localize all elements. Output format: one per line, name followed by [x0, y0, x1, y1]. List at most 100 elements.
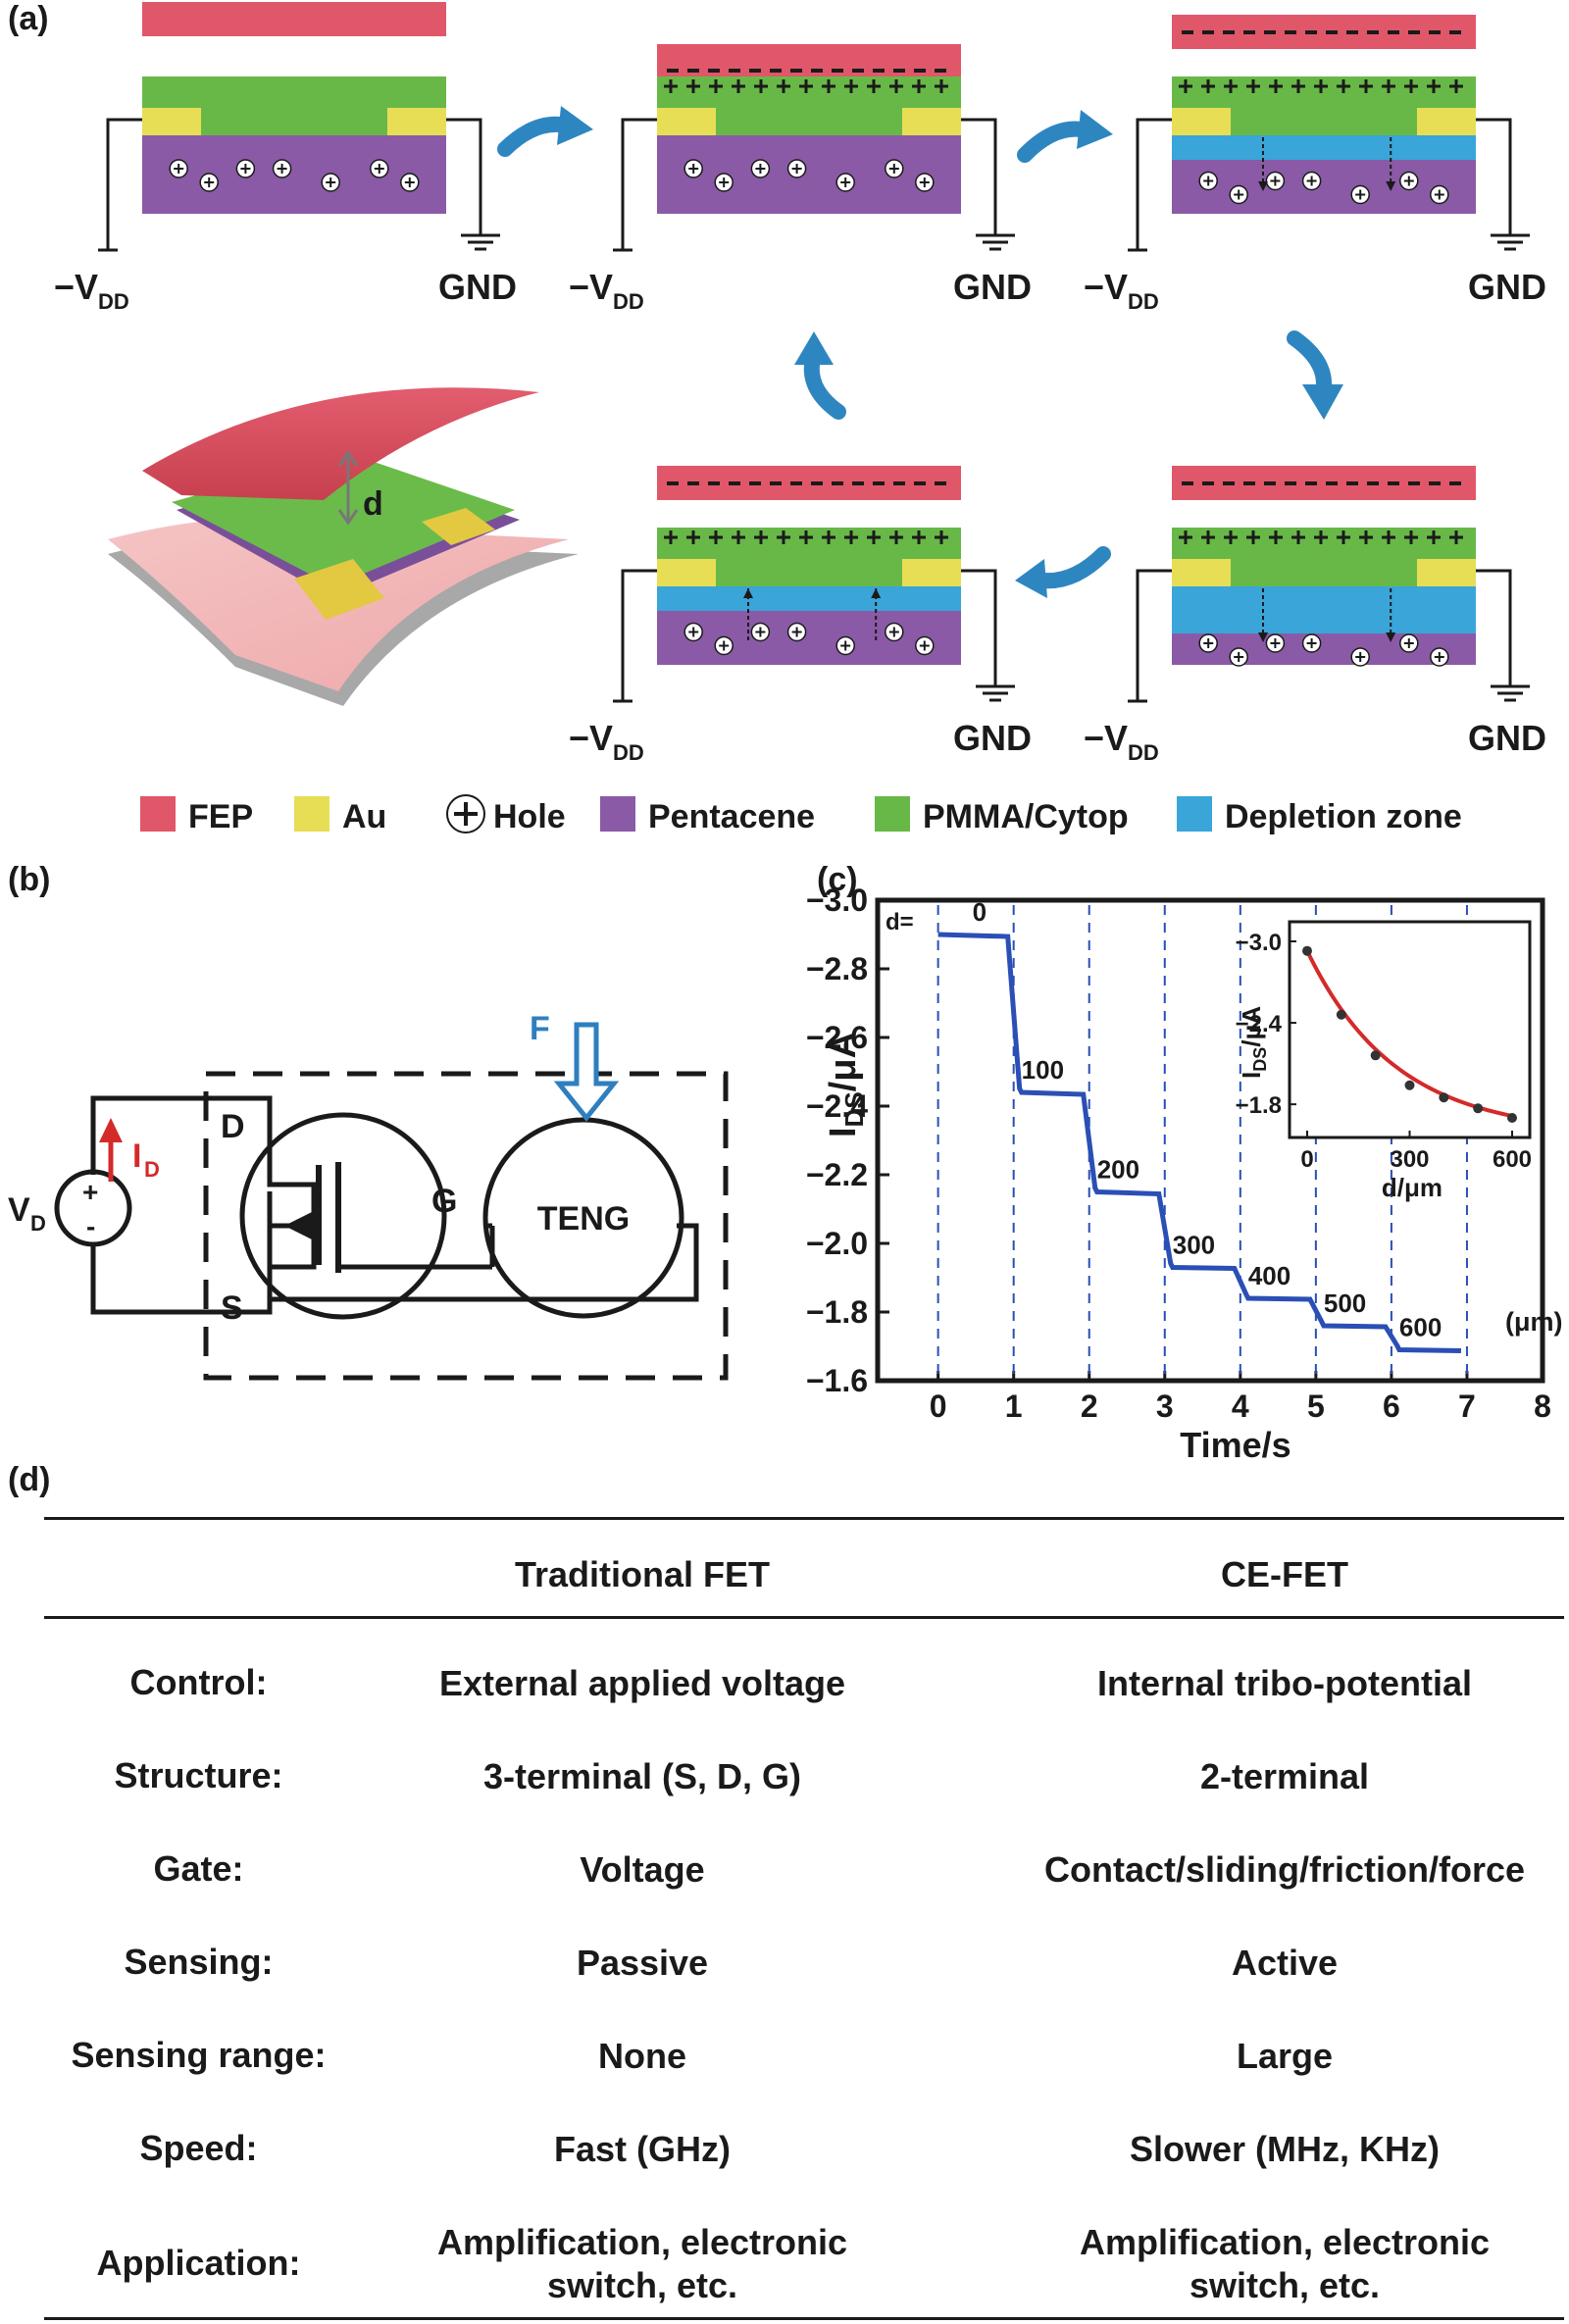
positive-charge-icon — [1427, 79, 1441, 93]
arrow-icon — [794, 331, 846, 420]
negative-charge-icon — [832, 69, 843, 73]
current-step-series — [937, 932, 1461, 1353]
distance-step-label: 100 — [1022, 1055, 1064, 1085]
unit-label: (μm) — [1505, 1307, 1563, 1337]
negative-charge-icon — [708, 69, 720, 73]
y-tick-label: −2.2 — [806, 1157, 868, 1192]
device-state-cell: −VDD GND — [569, 44, 1032, 314]
distance-step-label: 600 — [1399, 1313, 1442, 1342]
positive-charge-icon — [664, 79, 678, 93]
negative-charge-icon — [1326, 30, 1338, 34]
ground-label: GND — [953, 267, 1032, 307]
y-tick-label: −1.8 — [806, 1294, 868, 1330]
negative-charge-icon — [935, 481, 946, 485]
hole-icon — [1399, 171, 1419, 191]
ce-fet-cell: Internal tribo-potential — [1015, 1662, 1554, 1705]
hole-icon — [915, 635, 935, 656]
positive-charge-icon — [1427, 530, 1441, 544]
positive-charge-icon — [1179, 79, 1192, 93]
legend-swatch-au — [294, 796, 329, 832]
table-header-rule — [44, 1616, 1564, 1619]
negative-charge-icon — [1223, 481, 1235, 485]
hole-icon — [321, 173, 340, 192]
positive-charge-icon — [1359, 79, 1373, 93]
positive-charge-icon — [867, 79, 881, 93]
x-tick-label: 3 — [1156, 1389, 1174, 1424]
positive-charge-icon — [1201, 79, 1215, 93]
traditional-fet-cell: Fast (GHz) — [407, 2128, 878, 2171]
positive-charge-icon — [844, 530, 858, 544]
row-label: Sensing range: — [71, 2035, 327, 2075]
current-arrow-icon — [99, 1118, 123, 1182]
positive-charge-icon — [935, 79, 948, 93]
cell-line: Passive — [576, 1943, 709, 1983]
hole-icon — [169, 159, 188, 178]
positive-charge-icon — [1337, 79, 1350, 93]
x-tick-label: 1 — [1005, 1389, 1023, 1424]
hole-icon — [714, 635, 734, 656]
distance-step-label: 300 — [1173, 1231, 1215, 1260]
negative-charge-icon — [1429, 30, 1441, 34]
hole-icon — [835, 173, 855, 192]
header-ce-fet: CE-FET — [1221, 1554, 1348, 1594]
supply-label: −VDD — [1084, 267, 1159, 314]
positive-charge-icon — [1449, 79, 1463, 93]
legend-au: Au — [342, 798, 386, 835]
negative-charge-icon — [687, 69, 699, 73]
negative-charge-icon — [1305, 481, 1317, 485]
positive-charge-icon — [709, 530, 723, 544]
legend-depletion: Depletion zone — [1225, 798, 1462, 835]
au-electrode — [1417, 559, 1476, 586]
hole-icon — [1265, 633, 1286, 653]
au-electrode — [387, 108, 446, 135]
positive-charge-icon — [777, 79, 790, 93]
positive-charge-icon — [1246, 530, 1260, 544]
negative-charge-icon — [1449, 481, 1461, 485]
supply-label: −VDD — [1084, 718, 1159, 765]
positive-charge-icon — [822, 530, 835, 544]
panel-label-a: (a) — [8, 0, 49, 37]
negative-charge-icon — [749, 69, 761, 73]
ground-label: GND — [1468, 267, 1546, 307]
negative-charge-icon — [667, 69, 679, 73]
ground-label: GND — [1468, 718, 1546, 758]
au-electrode — [657, 559, 716, 586]
negative-charge-icon — [893, 69, 905, 73]
current-label: I — [132, 1137, 141, 1175]
voltage-subscript: D — [30, 1211, 46, 1236]
hole-icon — [835, 635, 855, 656]
supply-label: −VDD — [569, 267, 644, 314]
negative-charge-icon — [1243, 481, 1255, 485]
ground-wire — [961, 569, 997, 686]
hole-icon — [1430, 647, 1449, 667]
ground-label: GND — [953, 718, 1032, 758]
x-tick-label: 0 — [930, 1389, 947, 1424]
au-electrode — [142, 108, 201, 135]
positive-charge-icon — [822, 79, 835, 93]
negative-charge-icon — [667, 481, 679, 485]
ce-fet-cell: Slower (MHz, KHz) — [1015, 2128, 1554, 2171]
gate-label: G — [431, 1183, 457, 1220]
negative-charge-icon — [729, 69, 740, 73]
negative-charge-icon — [935, 69, 946, 73]
force-arrow-icon — [553, 1022, 620, 1123]
cell-line: 3-terminal (S, D, G) — [482, 1756, 802, 1796]
positive-charge-icon — [686, 79, 700, 93]
row-label: Sensing: — [124, 1942, 274, 1982]
negative-charge-icon — [729, 481, 740, 485]
x-tick-label: 7 — [1458, 1389, 1476, 1424]
positive-charge-icon — [1179, 530, 1192, 544]
negative-charge-icon — [1346, 481, 1358, 485]
ground-label: GND — [438, 267, 517, 307]
hole-icon — [683, 622, 703, 642]
positive-charge-icon — [889, 530, 903, 544]
positive-charge-icon — [1269, 530, 1283, 544]
inset-y-tick-label: −3.0 — [1236, 930, 1282, 956]
row-label: Control: — [129, 1662, 268, 1702]
row-label: Gate: — [153, 1848, 244, 1889]
ground-icon — [1491, 233, 1530, 251]
negative-charge-icon — [893, 481, 905, 485]
